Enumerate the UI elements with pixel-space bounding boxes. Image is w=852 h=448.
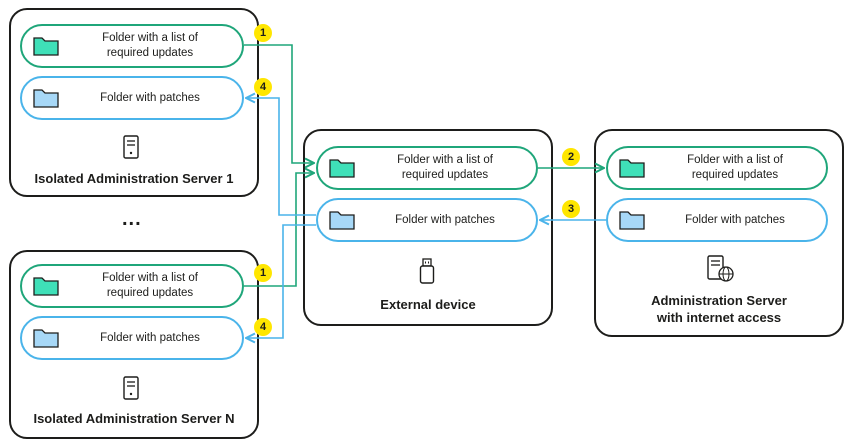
external-device-title: External device (380, 297, 476, 312)
internet-server-title-line2: with internet access (656, 310, 782, 325)
step-badge-1: 1 (254, 264, 272, 282)
folder-label-line2: required updates (106, 287, 194, 299)
internet-server-title: Administration Server with internet acce… (594, 292, 844, 326)
folder-label: Folder with patches (100, 91, 200, 104)
server-icon (123, 135, 139, 159)
step-badge-1: 1 (254, 24, 272, 42)
isolated-server-1-title: Isolated Administration Server 1 (34, 171, 234, 186)
isolated-server-n-title: Isolated Administration Server N (33, 411, 235, 426)
folder-label-line1: Folder with a list of (687, 154, 783, 166)
internet-updates-folder: Folder with a list of required updates (606, 146, 828, 190)
flow-1-bottom-line (244, 173, 314, 287)
folder-label: Folder with patches (395, 213, 495, 226)
folder-icon (329, 211, 355, 230)
folder-label-line1: Folder with a list of (102, 272, 198, 284)
folder-label: Folder with patches (100, 331, 200, 344)
folder-icon (33, 37, 59, 56)
more-servers-ellipsis: ... (122, 208, 142, 230)
step-badge-4: 4 (254, 78, 272, 96)
flow-4-bottom-line (246, 224, 316, 338)
usb-drive-icon (419, 258, 435, 284)
folder-label-line2: required updates (401, 169, 489, 181)
flow-1-top-line (244, 44, 314, 163)
folder-label: Folder with patches (685, 213, 785, 226)
folder-label-line1: Folder with a list of (102, 32, 198, 44)
isolated-1-updates-folder: Folder with a list of required updates (20, 24, 244, 68)
external-patches-folder: Folder with patches (316, 198, 538, 242)
folder-icon (33, 89, 59, 108)
isolated-n-updates-folder: Folder with a list of required updates (20, 264, 244, 308)
folder-label-line1: Folder with a list of (397, 154, 493, 166)
flow-4-top-line (246, 98, 316, 216)
folder-label-line2: required updates (691, 169, 779, 181)
external-updates-folder: Folder with a list of required updates (316, 146, 538, 190)
isolated-1-patches-folder: Folder with patches (20, 76, 244, 120)
folder-label-line2: required updates (106, 47, 194, 59)
internet-patches-folder: Folder with patches (606, 198, 828, 242)
server-icon (123, 376, 139, 400)
globe-server-icon (707, 255, 734, 282)
folder-icon (619, 159, 645, 178)
internet-server-title-line1: Administration Server (651, 293, 787, 308)
step-badge-4: 4 (254, 318, 272, 336)
folder-icon (619, 211, 645, 230)
isolated-n-patches-folder: Folder with patches (20, 316, 244, 360)
folder-icon (329, 159, 355, 178)
folder-icon (33, 329, 59, 348)
step-badge-3: 3 (562, 200, 580, 218)
folder-icon (33, 277, 59, 296)
step-badge-2: 2 (562, 148, 580, 166)
